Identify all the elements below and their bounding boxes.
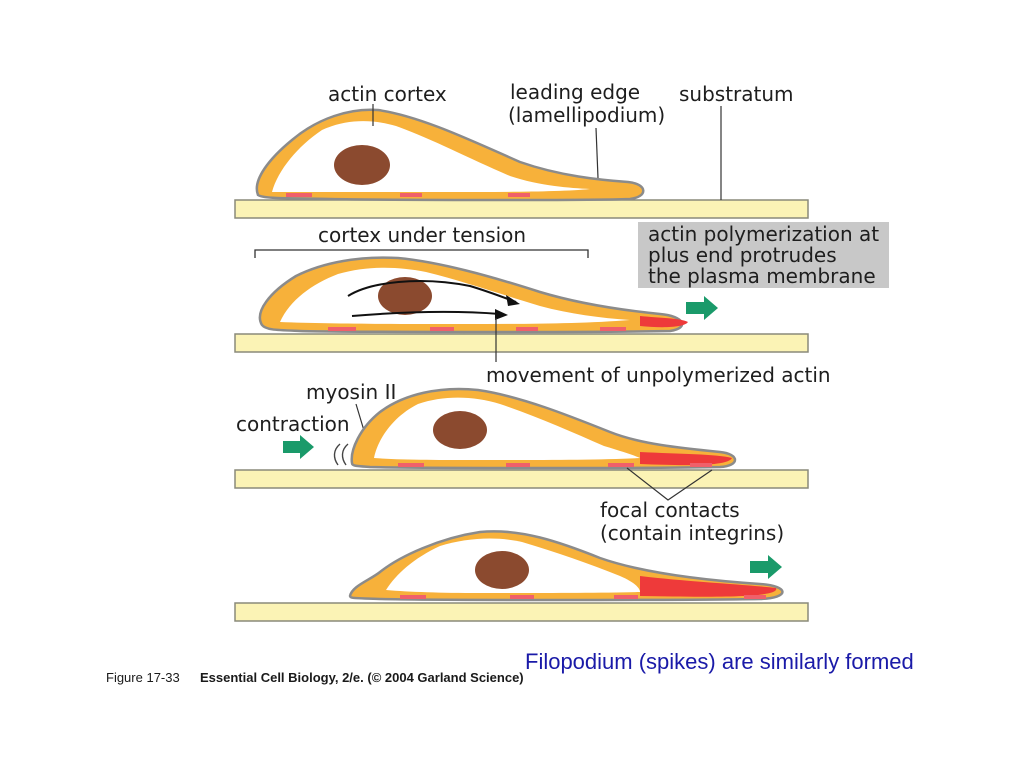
focal-contacts-3	[398, 463, 712, 467]
panel-2: cortex under tension actin polymerizatio…	[234, 222, 889, 387]
filopodium-tip-3	[640, 452, 732, 466]
figure-number: Figure 17-33	[106, 670, 180, 685]
substratum-bar-3	[234, 469, 809, 489]
label-polymerization-line1: actin polymerization at	[648, 222, 879, 246]
tension-bracket	[254, 249, 589, 258]
leader-focal-contacts	[626, 467, 713, 501]
info-box-polymerization	[638, 222, 889, 288]
label-leading-edge-line2: (lamellipodium)	[508, 103, 665, 127]
leader-leading-edge	[595, 127, 599, 179]
label-contraction: contraction	[236, 412, 350, 436]
substratum-bar-1	[234, 199, 809, 219]
contraction-wave-2	[341, 443, 349, 466]
nucleus-3	[433, 411, 487, 449]
label-leading-edge-line1: leading edge	[510, 80, 640, 104]
label-focal-line2: (contain integrins)	[600, 521, 784, 545]
figure-source: Essential Cell Biology, 2/e. (© 2004 Gar…	[200, 670, 524, 685]
nucleus-1	[334, 145, 390, 185]
label-myosin: myosin II	[306, 380, 396, 404]
panel-1: actin cortex leading edge (lamellipodium…	[234, 80, 809, 219]
flow-arrowhead-top	[506, 295, 520, 306]
label-actin-cortex: actin cortex	[328, 82, 447, 106]
label-cortex-tension: cortex under tension	[318, 223, 526, 247]
label-polymerization-line2: plus end protrudes	[648, 243, 837, 267]
label-focal-line1: focal contacts	[600, 498, 740, 522]
focal-contacts-4	[400, 595, 766, 599]
green-arrow-contraction	[283, 435, 314, 459]
green-arrow-2	[686, 296, 718, 320]
panel-4	[234, 530, 809, 622]
slide-caption: Filopodium (spikes) are similarly formed	[525, 649, 914, 674]
panel-3: myosin II contraction focal contacts (co…	[234, 380, 809, 545]
cell-3-cytoplasm	[374, 397, 640, 460]
flow-arrow-bottom	[351, 310, 501, 317]
substratum-bar-2	[234, 333, 809, 353]
green-arrow-4	[750, 555, 782, 579]
substratum-bar-4	[234, 602, 809, 622]
nucleus-4	[475, 551, 529, 589]
label-polymerization-line3: the plasma membrane	[648, 264, 876, 288]
label-movement: movement of unpolymerized actin	[486, 363, 831, 387]
label-substratum: substratum	[679, 82, 794, 106]
filopodium-tip-4	[640, 576, 777, 597]
contraction-wave-1	[333, 443, 341, 466]
nucleus-2	[378, 277, 432, 315]
focal-contacts-1	[286, 193, 530, 197]
cell-2-cytoplasm	[280, 267, 630, 324]
flow-arrowhead-bottom	[495, 309, 508, 320]
filopodium-tip-2	[640, 316, 688, 328]
focal-contacts-2	[328, 327, 626, 331]
flow-arrow-top	[347, 280, 517, 303]
